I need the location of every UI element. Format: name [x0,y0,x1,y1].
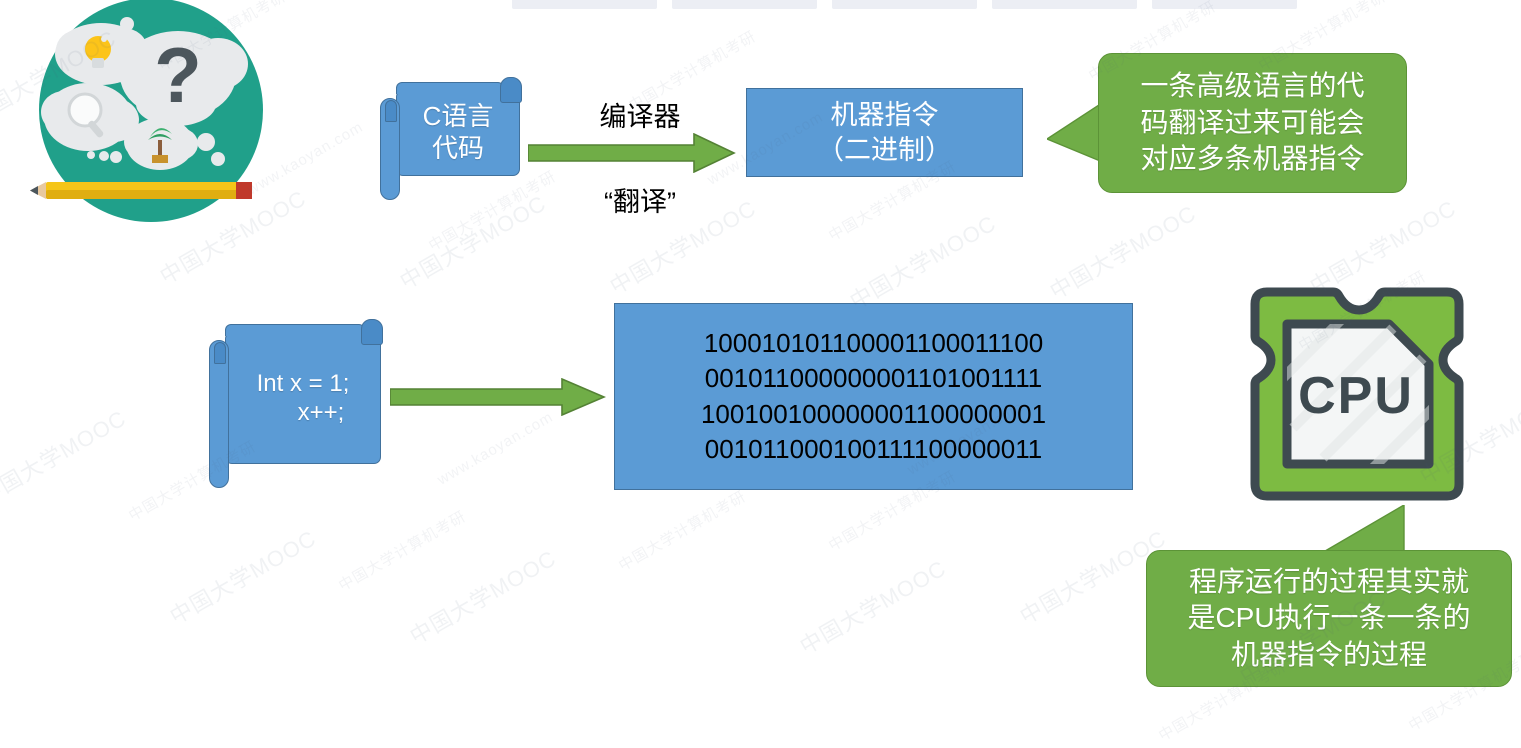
compiler-label-text: 编译器 [599,102,681,132]
top-strip-chip [1152,0,1297,9]
top-callout-line-1: 一条高级语言的代 [1140,69,1365,101]
watermark: 中国大学计算机考研 [335,508,470,595]
binary-line: 100010101100001100011100 [703,327,1044,358]
scroll-roll-right [500,77,522,103]
top-callout-line-3: 对应多条机器指令 [1140,143,1365,175]
svg-text:?: ? [154,31,202,119]
bottom-callout: 程序运行的过程其实就 是CPU执行一条一条的 机器指令的过程 [1146,503,1512,687]
watermark: 中国大学MOOC [165,525,321,630]
bottom-callout-line-1: 程序运行的过程其实就 [1188,565,1469,597]
compiler-label: 编译器 [575,95,705,134]
pencil-icon [30,182,252,199]
bottom-callout-line-2: 是CPU执行一条一条的 [1187,602,1471,634]
scroll-roll-right [361,319,383,345]
c-language-scroll-line-1: C语言 [422,101,494,132]
binary-line: 001011000000001101001111 [704,363,1043,394]
watermark: 中国大学MOOC [395,190,551,295]
top-strip-chip [512,0,657,9]
top-cropped-strip [0,0,1521,10]
top-strip-chip [832,0,977,9]
scroll-roll-left [380,98,400,200]
top-strip-chip [992,0,1137,9]
watermark: 中国大学MOOC [795,555,951,660]
translate-label: “翻译” [575,180,705,219]
top-callout-line-2: 码翻译过来可能会 [1140,106,1365,138]
translate-label-text: “翻译” [604,187,676,217]
watermark: 中国大学MOOC [845,210,1001,315]
watermark: 中国大学MOOC [1045,200,1201,305]
code-sample-scroll: Int x = 1; x++; [207,318,391,490]
machine-instruction-box: 机器指令 （二进制） [746,88,1023,177]
binary-line: 100100100000001100000001 [700,398,1047,429]
magnifier-bubble [41,83,139,151]
watermark: 中国大学计算机考研 [615,488,750,575]
cpu-label: CPU [1298,367,1414,425]
scroll-roll-left [209,340,229,488]
code-sample-scroll-body: Int x = 1; x++; [225,332,381,464]
top-callout: 一条高级语言的代 码翻译过来可能会 对应多条机器指令 [1045,53,1407,193]
machine-instruction-line-1: 机器指令 [830,100,939,131]
scroll-top-band [396,82,504,94]
machine-instruction-line-2: （二进制） [817,134,952,165]
bottom-callout-body: 程序运行的过程其实就 是CPU执行一条一条的 机器指令的过程 [1146,550,1512,687]
watermark: www.kaoyan.com [434,408,557,489]
scroll-roll-left-cap [214,342,226,364]
code-sample-line-2: x++; [297,399,345,426]
palm-tree-bubble [124,118,198,170]
question-bubble: ? [111,31,248,126]
c-language-scroll-line-2: 代码 [431,133,484,163]
scroll-roll-left-cap [385,100,397,122]
watermark: 中国大学MOOC [0,405,131,510]
scroll-top-band [225,324,365,336]
cpu-icon: CPU [1243,278,1471,510]
top-strip-chip [672,0,817,9]
assemble-arrow [389,377,607,417]
binary-line: 001011000100111100000011 [704,433,1043,464]
bottom-callout-line-3: 机器指令的过程 [1230,638,1427,670]
watermark: 中国大学MOOC [405,545,561,650]
top-callout-body: 一条高级语言的代 码翻译过来可能会 对应多条机器指令 [1098,53,1407,193]
c-language-scroll: C语言 代码 [378,76,530,202]
binary-instruction-box: 100010101100001100011100 001011000000001… [614,303,1133,490]
code-sample-line-1: Int x = 1; [256,369,350,397]
compile-arrow [527,132,736,174]
idea-thinking-illustration: ? [28,0,274,236]
